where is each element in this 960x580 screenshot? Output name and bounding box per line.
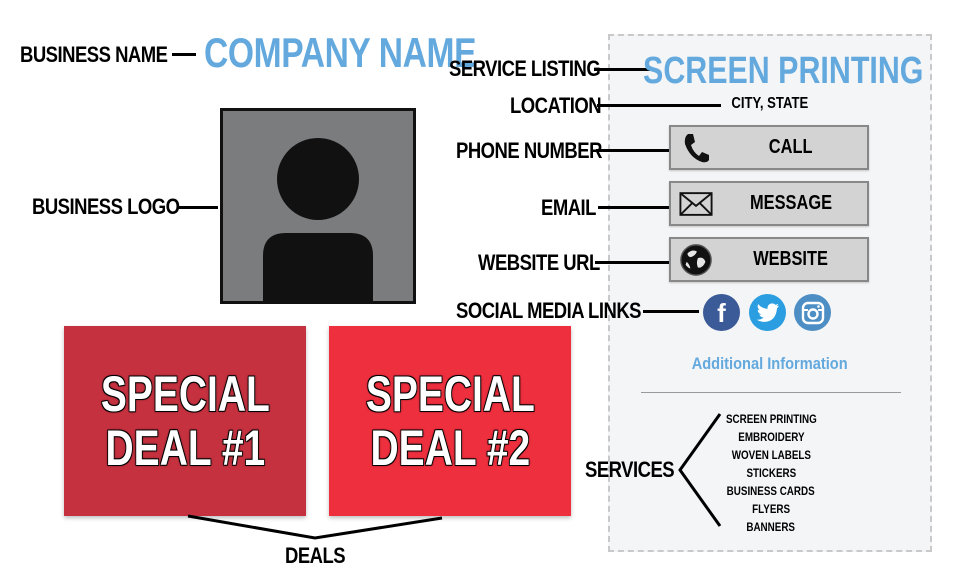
services-list: SCREEN PRINTING EMBROIDERY WOVEN LABELS … <box>690 410 852 536</box>
divider <box>641 392 901 393</box>
annotation-deals: DEALS <box>285 543 346 568</box>
annotation-business-logo: BUSINESS LOGO <box>32 194 180 219</box>
annotation-website-url: WEBSITE URL <box>478 250 600 275</box>
annotation-line <box>178 206 218 209</box>
annotation-social-media-links: SOCIAL MEDIA LINKS <box>456 298 641 323</box>
call-button-label: CALL <box>769 136 813 158</box>
annotation-services: SERVICES <box>585 457 675 482</box>
annotation-line <box>598 206 670 209</box>
annotation-email: EMAIL <box>541 195 596 220</box>
deals-bracket <box>187 514 443 540</box>
annotation-phone-number: PHONE NUMBER <box>456 138 602 163</box>
envelope-icon <box>679 187 713 221</box>
instagram-icon <box>801 301 824 324</box>
instagram-link[interactable] <box>794 294 831 331</box>
deal-line: SPECIAL <box>365 366 535 422</box>
annotation-line <box>643 310 699 313</box>
website-button-label: WEBSITE <box>753 248 829 270</box>
message-button[interactable]: MESSAGE <box>669 181 869 226</box>
annotation-line <box>594 68 650 71</box>
list-item: WOVEN LABELS <box>731 448 811 462</box>
list-item: STICKERS <box>746 466 796 480</box>
annotation-business-name: BUSINESS NAME <box>20 42 168 67</box>
globe-icon <box>679 243 713 277</box>
deal-line: DEAL #2 <box>370 420 530 476</box>
annotation-line <box>597 104 721 107</box>
person-silhouette-icon <box>263 138 373 301</box>
twitter-icon <box>756 302 779 322</box>
deal-line: SPECIAL <box>100 366 270 422</box>
phone-icon <box>679 131 713 165</box>
list-item: BUSINESS CARDS <box>726 484 816 498</box>
service-title: SCREEN PRINTING <box>643 50 924 92</box>
annotation-location: LOCATION <box>510 93 602 118</box>
annotation-line <box>172 53 196 56</box>
annotation-line <box>596 149 670 152</box>
special-deal-1[interactable]: SPECIAL DEAL #1 <box>64 326 306 516</box>
list-item: BANNERS <box>746 520 796 534</box>
company-name: COMPANY NAME <box>204 29 477 76</box>
list-item: SCREEN PRINTING <box>725 412 817 426</box>
listing-panel <box>608 34 932 552</box>
deal-line: DEAL #1 <box>105 420 265 476</box>
website-button[interactable]: WEBSITE <box>669 237 869 282</box>
list-item: EMBROIDERY <box>737 430 805 444</box>
annotation-line <box>595 261 670 264</box>
list-item: FLYERS <box>752 502 790 516</box>
special-deal-2[interactable]: SPECIAL DEAL #2 <box>329 326 571 516</box>
additional-information-link[interactable]: Additional Information <box>692 354 848 373</box>
location-text: CITY, STATE <box>731 95 809 112</box>
message-button-label: MESSAGE <box>749 192 833 214</box>
facebook-link[interactable]: f <box>703 294 740 331</box>
call-button[interactable]: CALL <box>669 125 869 170</box>
annotation-service-listing: SERVICE LISTING <box>449 56 601 81</box>
services-bracket <box>678 413 722 527</box>
business-logo <box>220 108 416 304</box>
facebook-icon: f <box>717 297 726 328</box>
twitter-link[interactable] <box>749 294 786 331</box>
